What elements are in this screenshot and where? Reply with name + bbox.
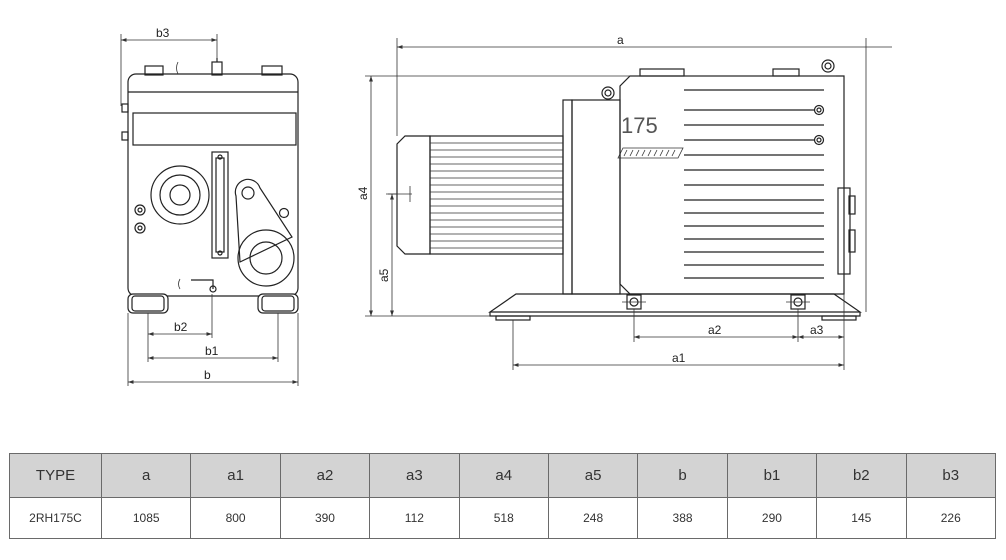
dim-label-b: b	[204, 368, 211, 382]
column-header-b: b	[637, 453, 728, 498]
dim-label-a4: a4	[356, 186, 370, 200]
dim-label-a5: a5	[377, 268, 391, 282]
cooling-louvers	[684, 89, 824, 279]
cell-b: 388	[637, 497, 728, 539]
cell-b1: 290	[726, 497, 818, 539]
dim-label-a2: a2	[708, 323, 722, 337]
column-header-b1: b1	[726, 453, 818, 498]
cell-b3: 226	[905, 497, 997, 539]
model-mark: 175	[621, 113, 658, 138]
column-header-a4: a4	[458, 453, 549, 498]
column-header-a: a	[100, 453, 192, 498]
dim-label-a3: a3	[810, 323, 824, 337]
cell-type: 2RH175C	[9, 497, 102, 539]
cell-a1: 800	[190, 497, 281, 539]
cell-a3: 112	[369, 497, 460, 539]
cell-a4: 518	[458, 497, 549, 539]
cell-a: 1085	[100, 497, 192, 539]
brand-logo-icon	[617, 147, 684, 159]
column-header-b2: b2	[816, 453, 907, 498]
dimension-spec-table: TYPE a a1 a2 a3 a4 a5 b b1 b2 b3 2RH175C…	[9, 453, 997, 539]
column-header-a1: a1	[190, 453, 281, 498]
motor-fins	[430, 142, 563, 249]
table-row: 2RH175C 1085 800 390 112 518 248 388 290…	[9, 497, 997, 539]
side-view: 175	[356, 33, 892, 370]
column-header-a3: a3	[369, 453, 460, 498]
table-header-row: TYPE a a1 a2 a3 a4 a5 b b1 b2 b3	[9, 453, 997, 498]
column-header-a5: a5	[547, 453, 639, 498]
dim-label-a1: a1	[672, 351, 686, 365]
cell-b2: 145	[816, 497, 907, 539]
column-header-a2: a2	[279, 453, 371, 498]
cell-a2: 390	[279, 497, 371, 539]
dim-label-b1: b1	[205, 344, 219, 358]
front-view: b3 b2 b1 b	[120, 26, 299, 386]
dim-label-b2: b2	[174, 320, 188, 334]
cell-a5: 248	[547, 497, 639, 539]
dim-label-b3: b3	[156, 26, 170, 40]
column-header-b3: b3	[905, 453, 997, 498]
column-header-type: TYPE	[9, 453, 102, 498]
dim-label-a: a	[617, 33, 624, 47]
pump-dimension-drawing: b3 b2 b1 b	[120, 26, 892, 386]
